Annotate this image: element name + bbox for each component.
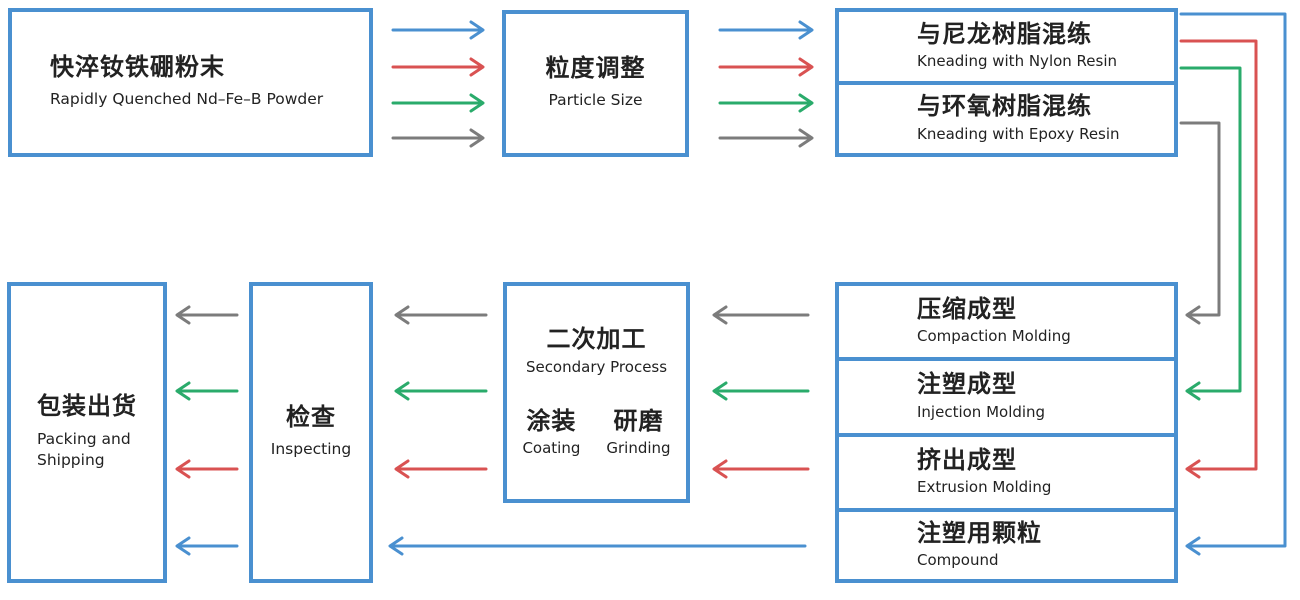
arrow-gray-inspecting-to-packing xyxy=(175,305,239,325)
connector-green-nylon-to-injection xyxy=(1179,66,1242,401)
epoxy-kneading-box: 与环氧树脂混练 Kneading with Epoxy Resin xyxy=(835,81,1178,157)
inspecting-subtitle-en: Inspecting xyxy=(270,440,352,459)
arrow-blue-compound-to-inspecting xyxy=(388,536,807,556)
arrow-gray-compaction-to-secondary xyxy=(712,305,810,325)
packing-shipping-box: 包装出货 Packing and Shipping xyxy=(7,282,167,583)
arrow-green-inspecting-to-packing xyxy=(175,381,239,401)
coating-subtitle-en: Coating xyxy=(522,439,581,458)
compound-title-zh: 注塑用颗粒 xyxy=(917,518,1042,547)
packing-shipping-subtitle-en: Packing and Shipping xyxy=(37,429,131,470)
compaction-molding-box: 压缩成型 Compaction Molding xyxy=(835,282,1178,361)
injection-molding-title-zh: 注塑成型 xyxy=(917,370,1017,399)
powder-title-zh: 快淬钕铁硼粉末 xyxy=(50,52,225,81)
coating-title-zh: 涂装 xyxy=(526,406,577,435)
connector-blue-nylon-to-compound xyxy=(1179,12,1287,556)
arrow-gray-secondary-to-inspecting xyxy=(394,305,488,325)
arrow-green-powder-to-particle xyxy=(391,93,485,113)
arrow-blue-particle-to-kneading xyxy=(718,20,814,40)
arrow-blue-powder-to-particle xyxy=(391,20,485,40)
grinding-subtitle-en: Grinding xyxy=(606,439,671,458)
secondary-process-box: 二次加工 Secondary Process 涂装 Coating 研磨 Gri… xyxy=(503,282,690,503)
nylon-kneading-subtitle-en: Kneading with Nylon Resin xyxy=(917,52,1118,71)
secondary-process-sub-row: 涂装 Coating 研磨 Grinding xyxy=(522,406,671,460)
grinding-title-zh: 研磨 xyxy=(613,406,664,435)
inspecting-box: 检查 Inspecting xyxy=(249,282,373,583)
arrow-gray-powder-to-particle xyxy=(391,128,485,148)
particle-size-box: 粒度调整 Particle Size xyxy=(502,10,689,157)
extrusion-molding-subtitle-en: Extrusion Molding xyxy=(917,478,1052,497)
particle-size-title-zh: 粒度调整 xyxy=(545,53,646,82)
secondary-process-subtitle-en: Secondary Process xyxy=(525,357,668,376)
compaction-molding-title-zh: 压缩成型 xyxy=(917,294,1017,323)
secondary-process-title-zh: 二次加工 xyxy=(546,324,647,353)
compound-subtitle-en: Compound xyxy=(917,551,999,570)
epoxy-kneading-subtitle-en: Kneading with Epoxy Resin xyxy=(917,124,1120,143)
packing-shipping-title-zh: 包装出货 xyxy=(37,392,137,421)
epoxy-kneading-title-zh: 与环氧树脂混练 xyxy=(917,92,1092,121)
arrow-blue-inspecting-to-packing xyxy=(175,536,239,556)
particle-size-subtitle-en: Particle Size xyxy=(548,91,643,110)
grinding-item: 研磨 Grinding xyxy=(606,406,671,460)
connector-gray-epoxy-to-compaction xyxy=(1179,121,1221,325)
nylon-kneading-title-zh: 与尼龙树脂混练 xyxy=(917,19,1092,48)
extrusion-molding-title-zh: 挤出成型 xyxy=(917,445,1017,474)
powder-box: 快淬钕铁硼粉末 Rapidly Quenched Nd–Fe–B Powder xyxy=(8,8,373,157)
arrow-green-injection-to-secondary xyxy=(712,381,810,401)
nylon-kneading-box: 与尼龙树脂混练 Kneading with Nylon Resin xyxy=(835,8,1178,85)
connector-red-nylon-to-extrusion xyxy=(1179,39,1258,479)
injection-molding-subtitle-en: Injection Molding xyxy=(917,402,1046,421)
arrow-red-extrusion-to-secondary xyxy=(712,459,810,479)
injection-molding-box: 注塑成型 Injection Molding xyxy=(835,357,1178,437)
inspecting-title-zh: 检查 xyxy=(286,402,336,431)
coating-item: 涂装 Coating xyxy=(522,406,581,460)
arrow-red-secondary-to-inspecting xyxy=(394,459,488,479)
arrow-green-secondary-to-inspecting xyxy=(394,381,488,401)
compound-box: 注塑用颗粒 Compound xyxy=(835,508,1178,583)
arrow-gray-particle-to-kneading xyxy=(718,128,814,148)
arrow-green-particle-to-kneading xyxy=(718,93,814,113)
compaction-molding-subtitle-en: Compaction Molding xyxy=(917,327,1071,346)
arrow-red-powder-to-particle xyxy=(391,57,485,77)
extrusion-molding-box: 挤出成型 Extrusion Molding xyxy=(835,433,1178,512)
powder-subtitle-en: Rapidly Quenched Nd–Fe–B Powder xyxy=(50,90,324,109)
arrow-red-particle-to-kneading xyxy=(718,57,814,77)
arrow-red-inspecting-to-packing xyxy=(175,459,239,479)
